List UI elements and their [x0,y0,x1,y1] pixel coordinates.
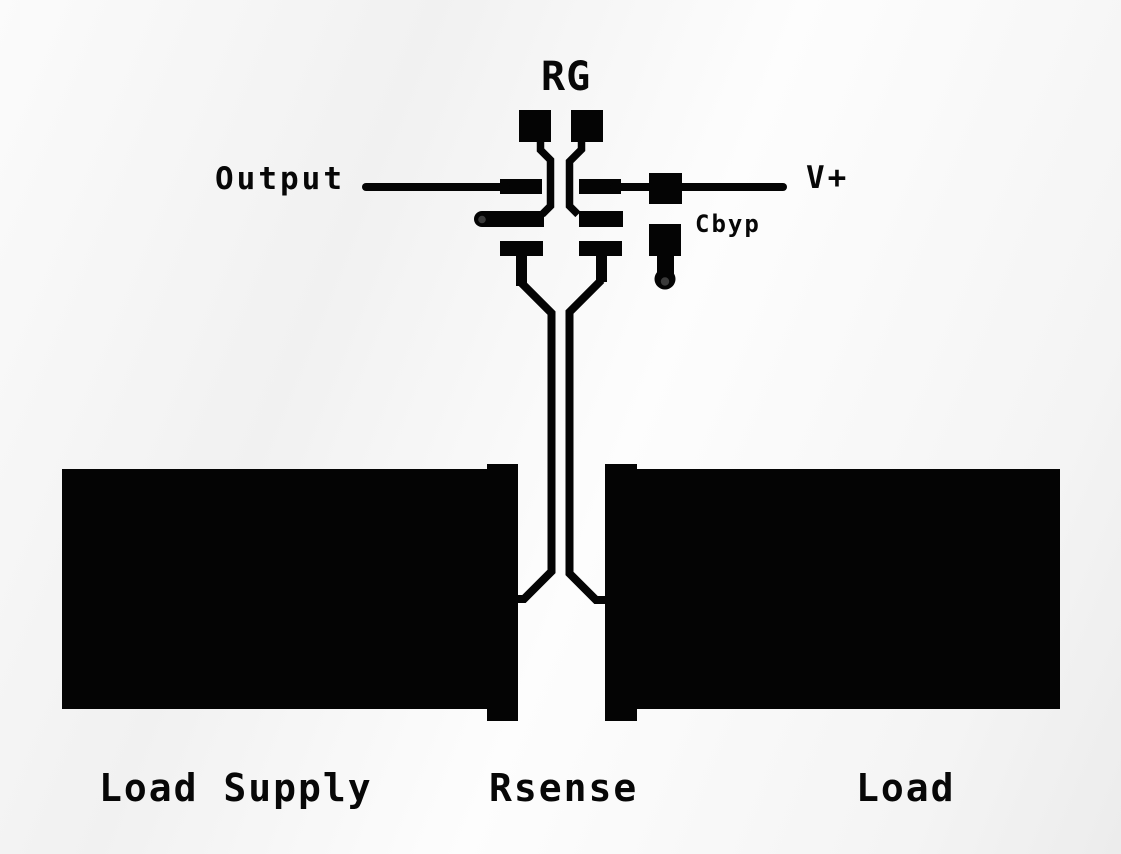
ic-pad-bar-left [482,211,544,227]
ic-pad-bar-right [579,211,623,227]
ic-pad-vplus [579,179,621,194]
load-supply-pour [62,469,487,709]
sense-stub-right [596,254,607,282]
output-label: Output [215,161,345,197]
rg-label: RG [541,54,592,100]
sense-stub-left [516,254,527,286]
rg-pad-right [571,110,603,142]
rg-trace-right [565,140,586,218]
rg-trace-left [536,140,555,218]
rsense-pad-right [605,464,637,721]
kelvin-sense-trace-left [516,280,556,603]
cbyp-pad-bottom [649,224,681,256]
rsense-pad-left [487,464,518,721]
cbyp-label: Cbyp [695,210,761,238]
load-pour [637,469,1060,709]
rg-pad-left [519,110,551,142]
via-holes [478,215,670,286]
ic-pad-output [500,179,542,194]
rsense-label: Rsense [489,766,639,810]
kelvin-sense-trace-right [565,277,607,604]
feedback-via-hole [478,215,486,224]
copper-fills [62,110,1060,721]
cbyp-via-hole [660,277,670,286]
load-label: Load [856,766,956,810]
vplus-label: V+ [806,160,850,196]
copper-traces [362,140,787,604]
load-supply-label: Load Supply [99,766,373,810]
ic-pad-sense-right [579,241,622,256]
ic-pad-sense-left [500,241,543,256]
